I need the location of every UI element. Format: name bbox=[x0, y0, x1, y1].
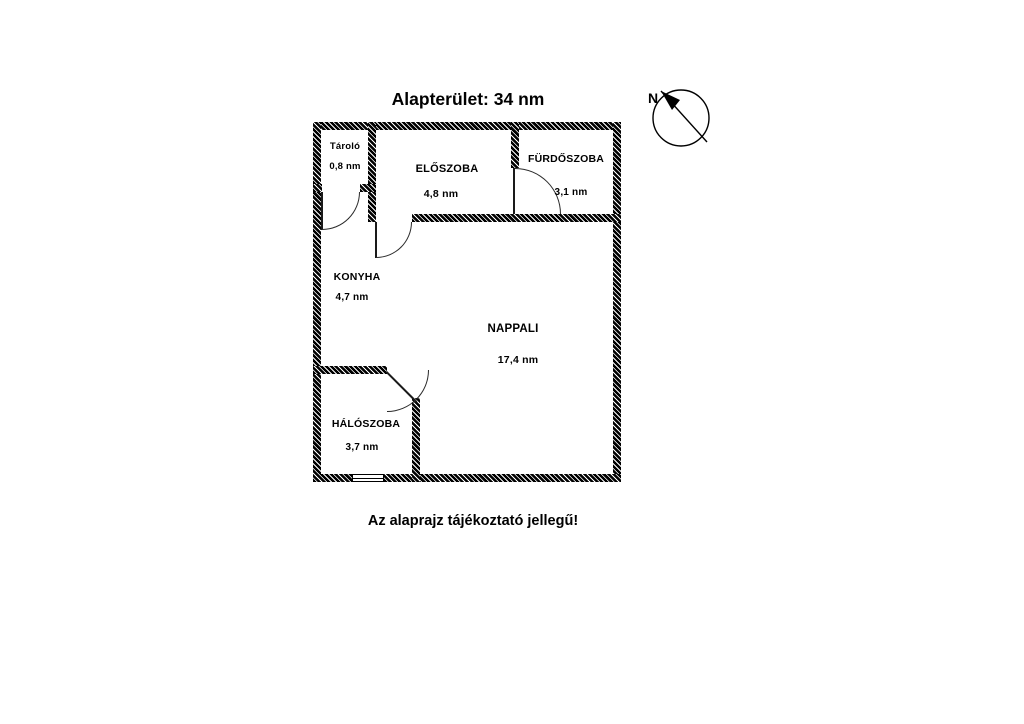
door-arc-haloszoba bbox=[387, 370, 429, 412]
wall-bedroom-top bbox=[313, 366, 387, 374]
wall-bedroom-right bbox=[412, 398, 420, 482]
room-label-nappali: NAPPALI bbox=[487, 323, 539, 335]
area-label-tarolo: 0,8 nm bbox=[329, 161, 361, 172]
disclaimer-text: Az alaprajz tájékoztató jellegű! bbox=[367, 513, 579, 529]
wall-bathroom-divider bbox=[511, 122, 519, 168]
room-label-konyha: KONYHA bbox=[333, 271, 381, 283]
room-label-haloszoba: HÁLÓSZOBA bbox=[331, 418, 401, 430]
wall-outer-bottom-left bbox=[313, 474, 352, 482]
compass-north-icon: N bbox=[648, 89, 710, 147]
wall-hall-bottom bbox=[412, 214, 621, 222]
room-label-tarolo: Tároló bbox=[329, 141, 361, 152]
door-arc-eloszoba bbox=[376, 222, 412, 258]
window-symbol bbox=[352, 474, 384, 482]
wall-tarolo-bottom-b bbox=[360, 184, 376, 192]
page-title: Alapterület: 34 nm bbox=[391, 89, 545, 109]
wall-outer-top bbox=[313, 122, 621, 130]
wall-outer-bottom-right bbox=[384, 474, 621, 482]
room-label-furdoszoba: FÜRDŐSZOBA bbox=[527, 153, 605, 165]
area-label-furdoszoba: 3,1 nm bbox=[554, 187, 588, 198]
wall-outer-right bbox=[613, 122, 621, 482]
area-label-konyha: 4,7 nm bbox=[335, 292, 369, 303]
wall-tarolo-bottom-a bbox=[313, 184, 322, 192]
area-label-eloszoba: 4,8 nm bbox=[423, 188, 459, 200]
compass-n-label: N bbox=[648, 90, 658, 106]
area-label-haloszoba: 3,7 nm bbox=[345, 442, 379, 453]
wall-tarolo-divider bbox=[368, 122, 376, 222]
room-label-eloszoba: ELŐSZOBA bbox=[415, 163, 479, 175]
area-label-nappali: 17,4 nm bbox=[497, 354, 539, 366]
door-leaf-furdoszoba bbox=[513, 168, 515, 214]
door-arc-tarolo bbox=[322, 192, 360, 230]
wall-outer-left bbox=[313, 122, 321, 482]
